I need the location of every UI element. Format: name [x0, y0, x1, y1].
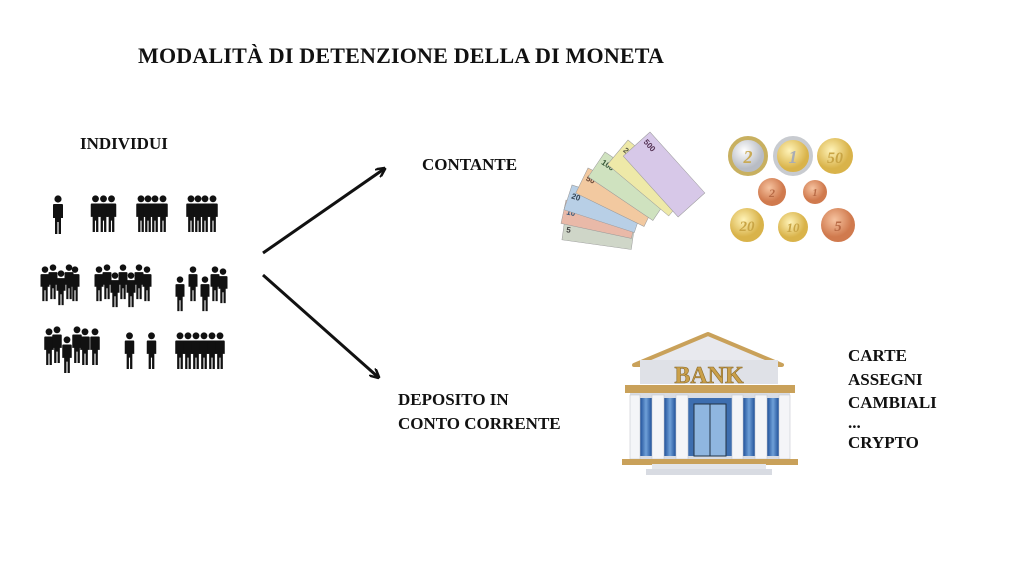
svg-text:1: 1 [813, 188, 818, 199]
svg-text:50: 50 [827, 150, 843, 167]
deposit-label: DEPOSITO IN CONTO CORRENTE [398, 388, 561, 436]
svg-text:1: 1 [789, 147, 798, 167]
svg-text:BANK: BANK [674, 363, 744, 389]
arrow-to-cash [262, 169, 384, 255]
instruments-list: CARTE ASSEGNI CAMBIALI ... CRYPTO [848, 344, 937, 454]
slide-title: MODALITÀ DI DETENZIONE DELLA DI MONETA [138, 43, 665, 68]
arrow-to-deposit [262, 273, 378, 377]
svg-text:2: 2 [768, 186, 775, 200]
deposit-label-line1: DEPOSITO IN [398, 390, 509, 409]
svg-text:5: 5 [834, 219, 842, 235]
instrument-item: CAMBIALI [848, 393, 937, 412]
banknotes-icon: 5 10 20 50 100 200 500 [560, 131, 706, 250]
svg-text:20: 20 [570, 192, 582, 203]
deposit-label-line2: CONTO CORRENTE [398, 414, 561, 433]
svg-text:2: 2 [743, 147, 753, 167]
svg-text:5: 5 [566, 225, 572, 235]
instrument-item: CARTE [848, 346, 907, 365]
coins-icon: 2 1 50 2 1 20 10 5 [728, 136, 855, 242]
svg-text:10: 10 [566, 207, 577, 218]
instrument-item: CRYPTO [848, 432, 919, 452]
instrument-item: ... [848, 412, 861, 432]
instrument-item: ASSEGNI [848, 369, 923, 389]
bank-building-icon: BANK [622, 332, 798, 475]
svg-text:20: 20 [739, 219, 756, 235]
people-groups-icon [40, 195, 228, 374]
cash-label: CONTANTE [422, 155, 518, 174]
svg-text:10: 10 [787, 220, 801, 235]
individuals-label: INDIVIDUI [80, 134, 168, 153]
